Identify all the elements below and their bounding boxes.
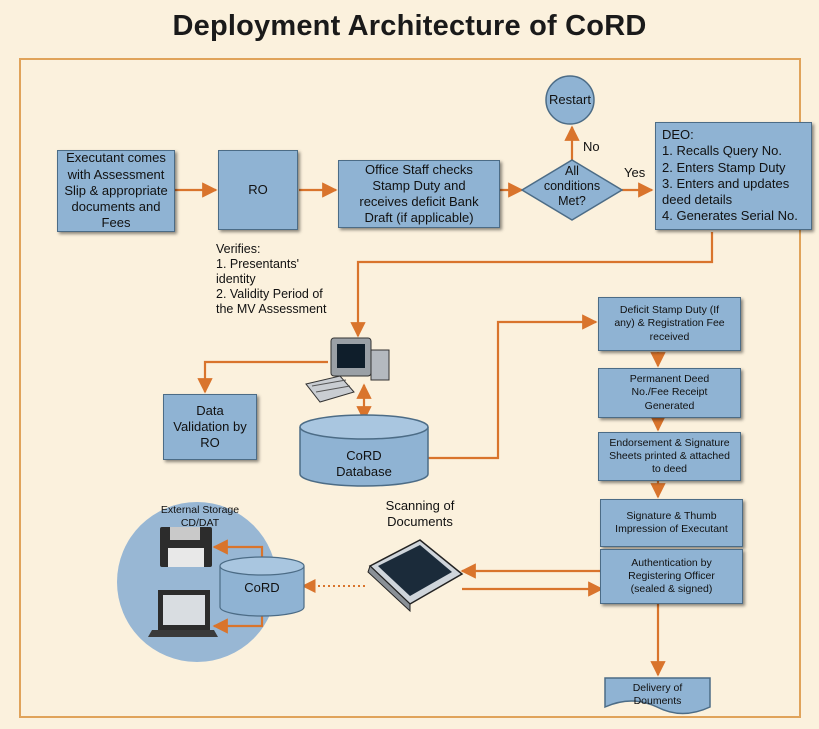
deo-line: deed details [662, 192, 733, 207]
external-storage-circle [117, 502, 277, 662]
signature-box: Signature & Thumb Impression of Executan… [600, 499, 743, 547]
data-validation-line: Data [196, 402, 224, 418]
endorsement-line: to deed [651, 463, 688, 476]
scanning-label: Scanning of Documents [370, 498, 470, 529]
database-line: CoRD [346, 448, 382, 463]
office-staff-line: Draft (if applicable) [364, 210, 474, 226]
data-validation-line: RO [200, 435, 220, 451]
deo-line: 4. Generates Serial No. [662, 208, 798, 224]
deo-line: 1. Recalls Query No. [662, 143, 782, 159]
permanent-deed-line: No./Fee Receipt [631, 386, 708, 399]
executant-line: with Assessment [67, 166, 165, 182]
deficit-stamp-line: Deficit Stamp Duty (If [619, 304, 720, 317]
external-storage-line: CD/DAT [180, 516, 220, 529]
verifies-line: the MV Assessment [216, 302, 327, 316]
yes-label: Yes [624, 165, 646, 180]
delivery-document-shape [604, 677, 711, 715]
laptop-icon [148, 590, 218, 637]
cord-cylinder [219, 556, 305, 617]
signature-line: Impression of Executant [615, 523, 728, 535]
authentication-line: Authentication by [631, 556, 712, 569]
computer-icon [305, 337, 390, 403]
deficit-stamp-line: received [649, 330, 690, 343]
verifies-line: Verifies: [216, 242, 261, 256]
decision-diamond [520, 159, 624, 221]
office-staff-line: Stamp Duty and [372, 177, 466, 193]
database-cylinder [299, 414, 429, 487]
verifies-line: identity [216, 272, 256, 286]
database-line: Database [336, 463, 392, 479]
ro-box: RO [218, 150, 298, 230]
arrow-cord-to-floppy [212, 539, 264, 558]
delivery-line: Delivery of [632, 682, 683, 694]
decision-line: All [565, 164, 579, 178]
restart-label: Restart [549, 92, 591, 107]
authentication-line: Registering Officer [628, 569, 715, 582]
executant-line: Fees [101, 215, 131, 231]
executant-line: documents and [71, 199, 161, 215]
no-label: No [583, 139, 600, 154]
external-storage-label: External Storage CD/DAT [145, 504, 255, 529]
arrow-deo-to-computer [350, 232, 714, 338]
office-staff-line: Office Staff checks [365, 161, 473, 177]
deficit-stamp-line: any) & Registration Fee [614, 317, 725, 330]
delivery-line: Douments [633, 694, 682, 707]
delivery-label: Delivery of Douments [605, 682, 710, 707]
decision-line: conditions [543, 179, 601, 193]
permanent-deed-box: Permanent Deed No./Fee Receipt Generated [598, 368, 741, 418]
executant-line: Executant comes [66, 150, 166, 166]
endorsement-line: Endorsement & Signature [609, 436, 730, 449]
verifies-line: 1. Presentants' [216, 257, 299, 271]
floppy-disk-icon [160, 527, 212, 567]
authentication-line: (sealed & signed) [630, 583, 713, 596]
deficit-stamp-box: Deficit Stamp Duty (If any) & Registrati… [598, 297, 741, 351]
deo-box: DEO: 1. Recalls Query No. 2. Enters Stam… [655, 122, 812, 230]
external-storage-line: External Storage [160, 504, 240, 516]
endorsement-line: Sheets printed & attached [609, 449, 730, 462]
verifies-text: Verifies: 1. Presentants' identity 2. Va… [216, 242, 326, 317]
diagram-title: Deployment Architecture of CoRD [172, 10, 647, 42]
cord-label: CoRD [244, 580, 280, 595]
deo-line: 3. Enters and updates [662, 175, 790, 191]
permanent-deed-line: Permanent Deed [629, 373, 710, 386]
decision-text: All conditions Met? [532, 164, 612, 209]
arrow-computer-to-validation [197, 360, 328, 394]
data-validation-box: Data Validation by RO [163, 394, 257, 460]
scanning-line: Documents [387, 513, 453, 529]
permanent-deed-line: Generated [644, 399, 695, 412]
endorsement-box: Endorsement & Signature Sheets printed &… [598, 432, 741, 481]
office-staff-box: Office Staff checks Stamp Duty and recei… [338, 160, 500, 228]
signature-line: Signature & Thumb [626, 509, 717, 522]
arrow-database-to-deficit [428, 314, 598, 460]
data-validation-line: Validation by [173, 418, 247, 434]
office-staff-line: receives deficit Bank [359, 194, 479, 209]
decision-line: Met? [558, 194, 586, 208]
executant-line: Slip & appropriate [64, 182, 168, 198]
diagram-frame [19, 58, 801, 718]
database-label: CoRD Database [300, 448, 428, 479]
deo-line: 2. Enters Stamp Duty [662, 159, 786, 175]
scanner-icon [367, 539, 464, 613]
deo-line: DEO: [662, 127, 694, 142]
authentication-box: Authentication by Registering Officer (s… [600, 549, 743, 604]
restart-circle [545, 75, 595, 125]
scanning-line: Scanning of [385, 498, 455, 513]
executant-box: Executant comes with Assessment Slip & a… [57, 150, 175, 232]
verifies-line: 2. Validity Period of [216, 287, 323, 301]
ro-label: RO [248, 181, 268, 197]
